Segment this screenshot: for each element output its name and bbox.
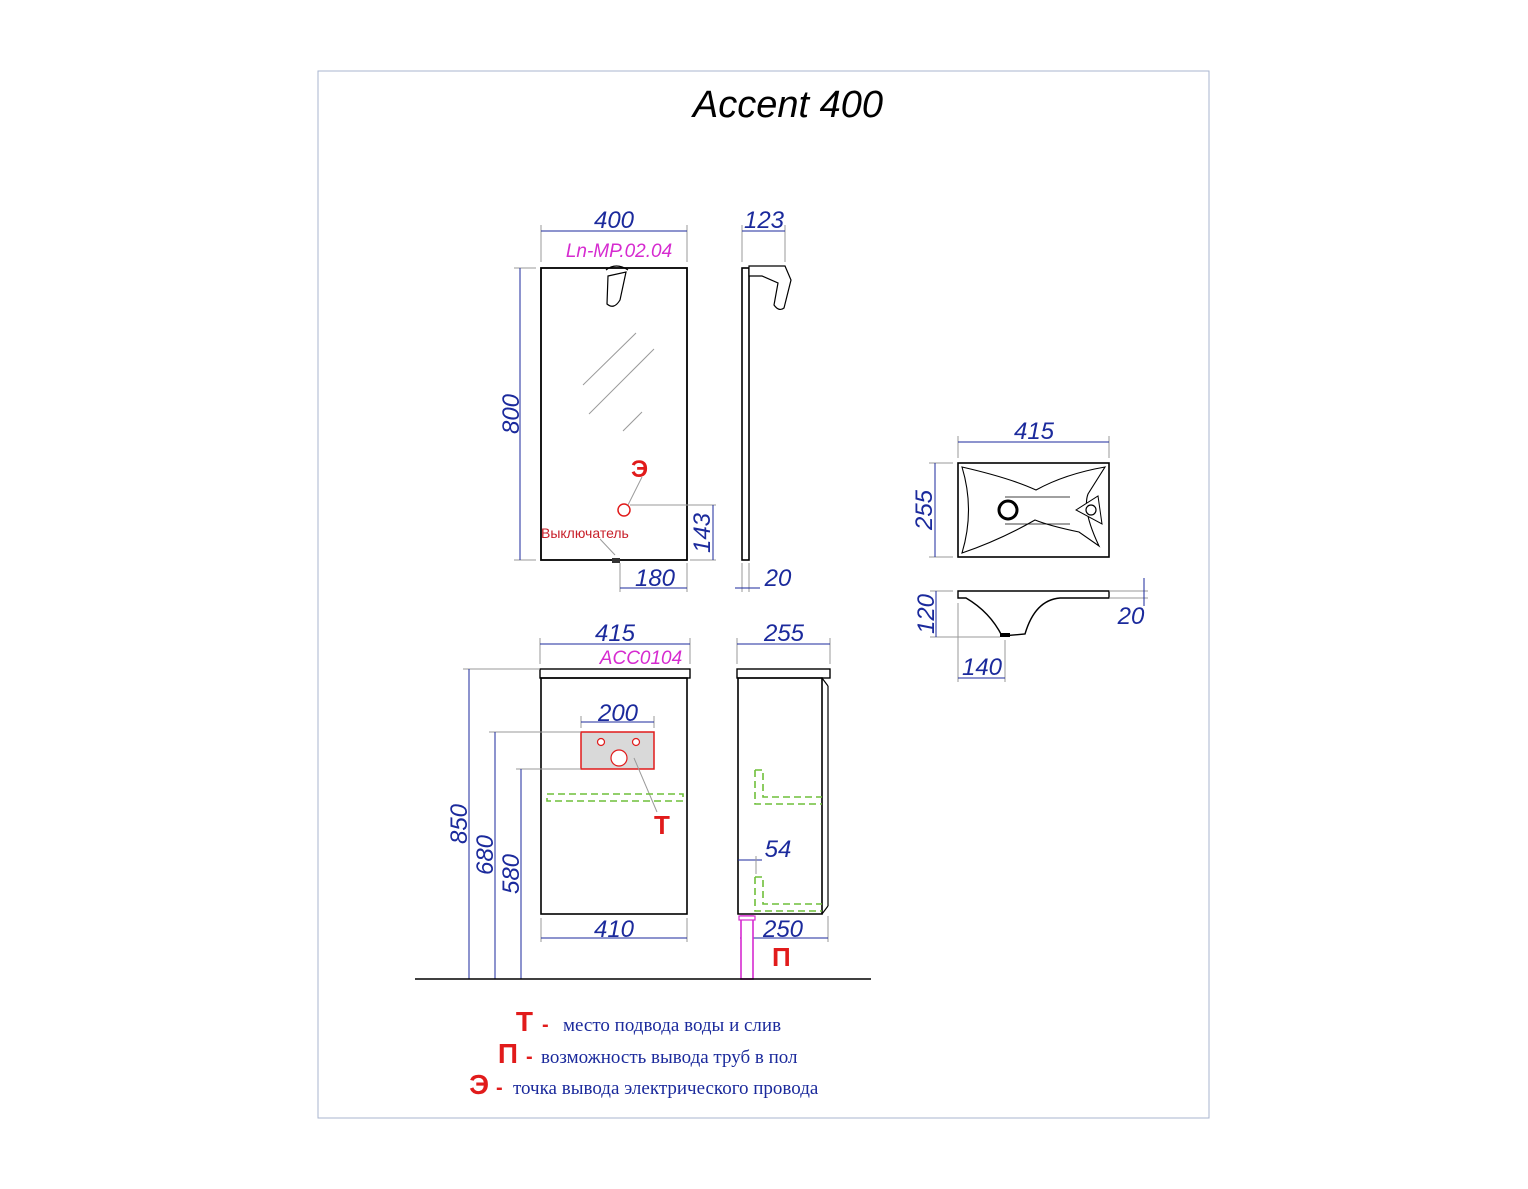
cabinet-top-depth-dimension: 255 [763,620,805,647]
legend-symbol: П [498,1038,518,1069]
water-inlet-icon [596,737,606,747]
mirror-outline [540,267,688,561]
marker-leader [627,476,643,506]
cabinet-model-code: ACC0104 [599,648,682,669]
legend-separator: - [542,1014,549,1036]
switch-icon [612,558,620,563]
switch-offset-dimension: 180 [635,565,676,592]
pipe-hint-dashed [754,769,822,805]
faucet-hole-icon [1085,504,1097,516]
legend-separator: - [526,1046,533,1068]
basin-side-outline [957,590,1110,637]
lamp-icon [606,271,627,307]
basin-top-outline [957,462,1110,558]
drain-offset-dimension: 140 [962,654,1003,681]
lamp-side-icon [748,265,792,311]
electric-point-icon [617,503,631,517]
cabinet-front-outline [540,677,688,915]
legend-item: П - возможность вывода труб в пол [498,1038,798,1069]
cabinet-bottom-depth-dimension: 250 [762,916,804,943]
marker-electric: Э [631,456,648,483]
switch-height-dimension: 143 [689,512,716,553]
cabinet-top-width-dimension: 415 [595,620,636,647]
mirror-height-dimension: 800 [498,393,525,434]
basin-depth-dimension: 255 [911,489,938,531]
legend-symbol: Т [516,1006,533,1037]
drain-icon [997,499,1019,521]
legend-text: возможность вывода труб в пол [541,1047,798,1068]
cabinet-front-view: Т 415 ACC0104 200 410 850 680 580 [446,620,691,979]
pipe-offset-dimension: 54 [765,836,792,863]
mirror-thickness-dimension: 20 [764,565,792,592]
mirror-side-outline [741,267,750,561]
drain-outlet-icon [610,749,628,767]
legend-item: Т - место подвода воды и слив [516,1006,781,1037]
basin-bowl-contour [961,466,1107,554]
switch-leader [599,538,616,556]
cabinet-bottom-width-dimension: 410 [594,916,635,943]
basin-side-view: 20 120 140 [913,578,1148,682]
countertop-outline [539,668,691,679]
countertop-side-outline [736,668,831,679]
mirror-model-code: Ln-MP.02.04 [566,241,672,262]
pipe-hint-dashed [754,876,822,912]
shelf-height-dimension: 580 [498,853,525,894]
basin-top-view: 415 255 [911,418,1110,558]
mirror-front-view: Э Выключатель 400 Ln-MP.02.04 800 143 18… [498,207,716,592]
floor-pipe-icon [740,915,754,980]
marker-floor: П [772,942,791,972]
mirror-glare-line [588,348,655,415]
legend-symbol: Э [469,1069,489,1100]
mirror-glare-line [582,332,637,386]
sheet-frame [317,70,1210,1119]
basin-width-dimension: 415 [1014,418,1055,445]
marker-water: Т [654,810,670,840]
legend-separator: - [496,1077,503,1099]
cabinet-side-outline [737,677,823,915]
legend-item: Э - точка вывода электрического провода [469,1069,819,1100]
drain-side-icon [1000,633,1010,637]
mirror-width-dimension: 400 [594,207,635,234]
basin-height-dimension: 120 [913,593,940,634]
pipe-zone-width-dimension: 200 [597,700,639,727]
mirror-side-view: 123 20 [735,207,792,592]
marker-leader [633,757,658,813]
lamp-bracket [605,265,629,271]
cabinet-side-view: 255 54 250 П [736,620,831,980]
legend-text: точка вывода электрического провода [513,1078,819,1099]
mirror-depth-dimension: 123 [744,207,785,234]
drawing-title: Accent 400 [691,84,883,126]
switch-label: Выключатель [541,525,629,541]
legend: Т - место подвода воды и слив П - возмож… [469,1006,819,1100]
basin-rim-dimension: 20 [1117,603,1145,630]
cabinet-total-height-dimension: 850 [446,803,473,844]
mirror-glare-line [622,411,643,432]
legend-text: место подвода воды и слив [563,1015,781,1036]
shelf-hint-dashed [546,793,684,802]
pipe-zone-height-dimension: 680 [472,834,499,875]
water-inlet-icon [631,737,641,747]
